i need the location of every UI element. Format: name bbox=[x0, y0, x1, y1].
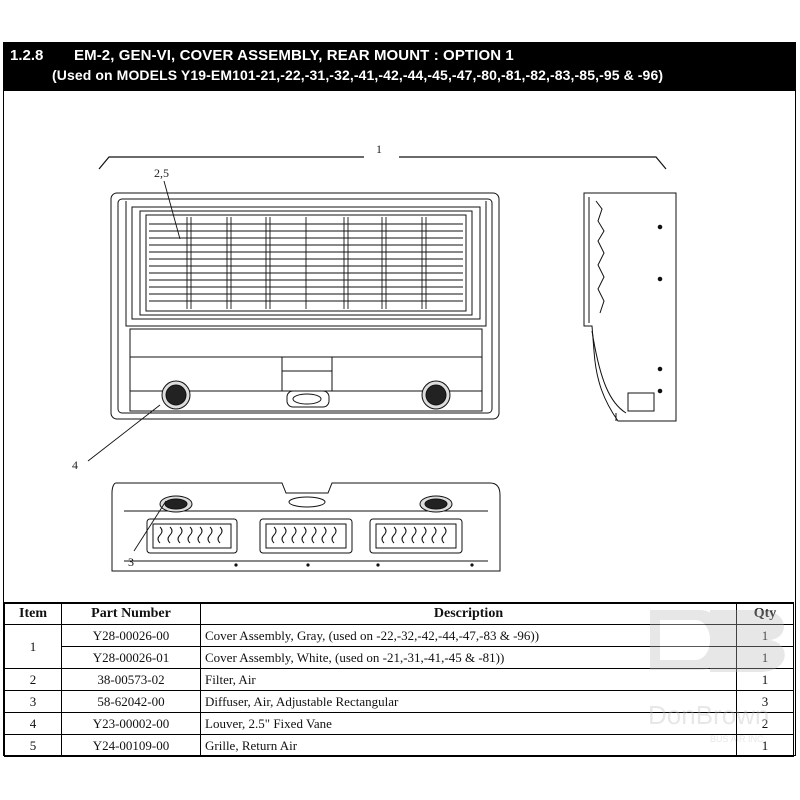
col-item-header: Item bbox=[4, 602, 62, 625]
row-qty: 1 bbox=[736, 668, 794, 691]
row-qty: 3 bbox=[736, 690, 794, 713]
col-part-number-header: Part Number bbox=[61, 602, 201, 625]
assembly-callout bbox=[98, 156, 667, 170]
col-qty-header: Qty bbox=[736, 602, 794, 625]
diffuser-center bbox=[259, 518, 353, 554]
side-view bbox=[583, 192, 677, 422]
table-row: 3 58-62042-00 Diffuser, Air, Adjustable … bbox=[4, 690, 794, 713]
section-title: EM-2, GEN-VI, COVER ASSEMBLY, REAR MOUNT… bbox=[74, 47, 514, 64]
table-header-row: Item Part Number Description Qty bbox=[4, 602, 794, 625]
row-description: Cover Assembly, Gray, (used on -22,-32,-… bbox=[200, 624, 737, 647]
callout-1: 1 bbox=[376, 142, 382, 156]
assembly-drawing: 1 bbox=[72, 142, 677, 572]
row-part-number: Y28-00026-01 bbox=[61, 646, 201, 669]
diffuser-right bbox=[369, 518, 463, 554]
row-description: Diffuser, Air, Adjustable Rectangular bbox=[200, 690, 737, 713]
parts-diagram-page: 1.2.8 EM-2, GEN-VI, COVER ASSEMBLY, REAR… bbox=[3, 42, 796, 757]
row-part-number: Y24-00109-00 bbox=[61, 734, 201, 757]
row-item: 3 bbox=[4, 690, 62, 713]
callout-2-5: 2,5 bbox=[154, 166, 169, 180]
table-row: 1 Y28-00026-00 Cover Assembly, Gray, (us… bbox=[4, 624, 794, 669]
return-air-grille bbox=[149, 217, 463, 309]
front-view bbox=[110, 192, 500, 420]
row-part-number: 38-00573-02 bbox=[61, 668, 201, 691]
row-item: 1 bbox=[4, 624, 62, 669]
row-description: Filter, Air bbox=[200, 668, 737, 691]
callout-3-label: 3 bbox=[128, 555, 134, 569]
row-part-number: 58-62042-00 bbox=[61, 690, 201, 713]
row-qty: 1 bbox=[736, 646, 794, 669]
row-part-number: Y28-00026-00 bbox=[61, 624, 201, 647]
mount-holes bbox=[234, 563, 474, 567]
table-row: 2 38-00573-02 Filter, Air 1 bbox=[4, 668, 794, 691]
callout-3-leader bbox=[133, 500, 167, 552]
diffuser-left bbox=[146, 518, 238, 554]
louver-left bbox=[161, 380, 191, 410]
row-item: 4 bbox=[4, 712, 62, 735]
row-qty: 1 bbox=[736, 734, 794, 757]
table-row: 4 Y23-00002-00 Louver, 2.5" Fixed Vane 2 bbox=[4, 712, 794, 735]
row-description: Grille, Return Air bbox=[200, 734, 737, 757]
section-number: 1.2.8 bbox=[10, 47, 44, 64]
row-qty: 2 bbox=[736, 712, 794, 735]
louver-right bbox=[421, 380, 451, 410]
table-row: 5 Y24-00109-00 Grille, Return Air 1 bbox=[4, 734, 794, 757]
col-description-header: Description bbox=[200, 602, 737, 625]
row-part-number: Y23-00002-00 bbox=[61, 712, 201, 735]
row-description: Cover Assembly, White, (used on -21,-31,… bbox=[200, 646, 737, 669]
row-description: Louver, 2.5" Fixed Vane bbox=[200, 712, 737, 735]
row-qty: 1 bbox=[736, 624, 794, 647]
callout-4: 4 bbox=[72, 458, 78, 472]
section-subtitle: (Used on MODELS Y19-EM101-21,-22,-31,-32… bbox=[52, 67, 664, 83]
section-header: 1.2.8 EM-2, GEN-VI, COVER ASSEMBLY, REAR… bbox=[4, 43, 795, 91]
row-item: 2 bbox=[4, 668, 62, 691]
row-item: 5 bbox=[4, 734, 62, 757]
bottom-view bbox=[111, 482, 501, 572]
parts-table: Item Part Number Description Qty 1 Y28-0… bbox=[4, 602, 794, 757]
table-row: Y28-00026-01 Cover Assembly, White, (use… bbox=[5, 646, 794, 669]
